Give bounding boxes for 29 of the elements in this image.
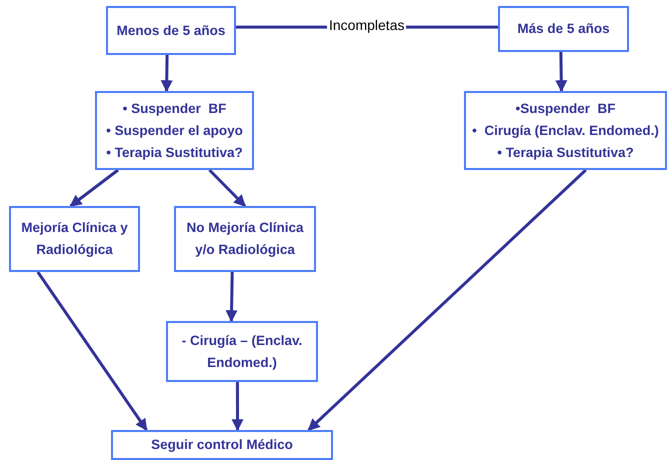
process-box xyxy=(9,206,140,272)
box-text: Seguir control Médico xyxy=(151,436,293,454)
box-text: Mejoría Clínica y Radiológica xyxy=(20,219,129,259)
box-text: • Suspender el apoyo xyxy=(106,122,243,140)
arrow xyxy=(208,168,246,208)
arrow xyxy=(36,271,148,431)
arrow xyxy=(232,382,244,432)
box-text: Menos de 5 años xyxy=(116,22,226,40)
arrow xyxy=(160,54,173,92)
box-text: • Terapia Sustitutiva? xyxy=(106,144,243,162)
process-box xyxy=(111,430,333,460)
process-box xyxy=(174,206,316,272)
box-text: • Cirugía (Enclav. Endomed.) xyxy=(472,122,659,140)
process-box xyxy=(464,91,667,170)
box-text: •Suspender BF xyxy=(516,100,616,118)
box-text: • Terapia Sustitutiva? xyxy=(497,144,634,162)
edge-label: Incompletas xyxy=(327,17,406,34)
arrow xyxy=(308,168,587,432)
box-text: Más de 5 años xyxy=(517,20,610,38)
box-text: - Cirugía – (Enclav. Endomed.) xyxy=(180,332,304,372)
process-box xyxy=(95,91,254,170)
process-box xyxy=(166,321,318,382)
box-text: No Mejoría Clínica y/o Radiológica xyxy=(185,219,305,259)
process-box xyxy=(498,6,629,52)
box-text: • Suspender BF xyxy=(122,100,226,118)
arrow xyxy=(555,52,568,92)
arrow xyxy=(70,168,119,208)
process-box xyxy=(106,6,236,55)
arrow xyxy=(226,272,238,322)
